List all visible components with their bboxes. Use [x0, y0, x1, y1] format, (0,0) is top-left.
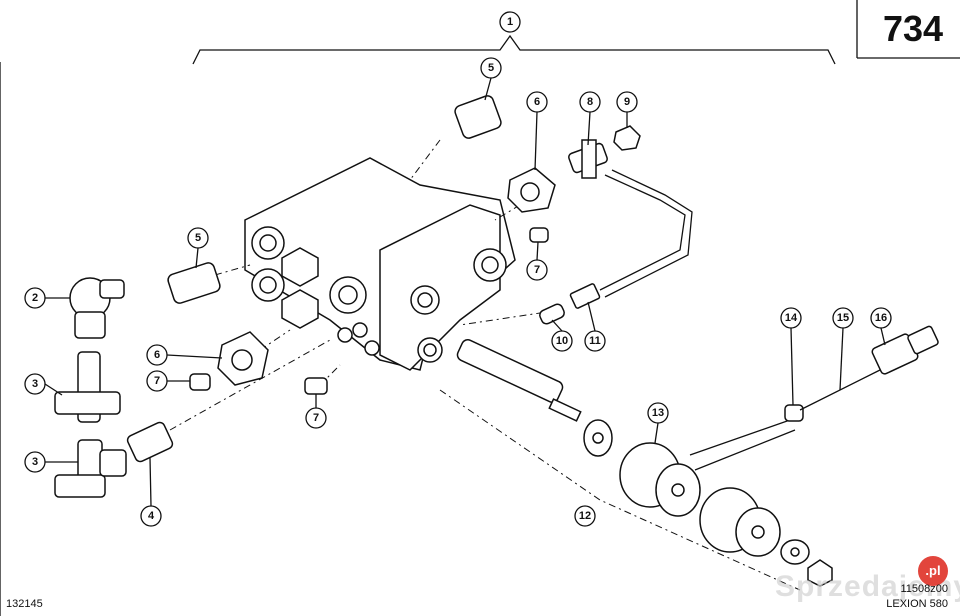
connector-16 — [871, 325, 939, 375]
callout-circle — [24, 451, 46, 473]
callout-circle — [187, 227, 209, 249]
callout-14: 14 — [780, 307, 802, 329]
callout-label: 14 — [785, 312, 798, 324]
callout-6: 6 — [526, 91, 548, 113]
callout-circle — [647, 402, 669, 424]
nut-11 — [569, 283, 601, 309]
model-name: LEXION 580 — [886, 598, 948, 610]
callout-circle — [24, 287, 46, 309]
callout-label: 7 — [313, 412, 319, 424]
callout-5: 5 — [480, 57, 502, 79]
callout-label: 4 — [148, 510, 155, 522]
callout-label: 1 — [507, 16, 513, 28]
page-number: 734 — [882, 8, 944, 49]
nut — [807, 559, 833, 587]
callout-10: 10 — [551, 330, 573, 352]
callout-circle — [140, 505, 162, 527]
callout-label: 12 — [579, 510, 591, 522]
fitting-4 — [126, 421, 174, 463]
fitting-5-top — [454, 95, 502, 139]
callout-circle — [551, 330, 573, 352]
spool-12 — [456, 339, 582, 422]
plug-6-left — [217, 331, 269, 386]
callout-label: 9 — [624, 96, 630, 108]
pipe — [599, 169, 693, 298]
callout-circle — [526, 91, 548, 113]
callout-circle — [480, 57, 502, 79]
callout-label: 10 — [556, 335, 568, 347]
callout-label: 3 — [32, 456, 38, 468]
callout-circle — [574, 505, 596, 527]
wire — [689, 419, 796, 471]
plug-7-right — [529, 227, 549, 243]
callout-circle — [584, 330, 606, 352]
callout-2: 2 — [24, 287, 46, 309]
elbow-2 — [69, 277, 125, 339]
callout-label: 5 — [488, 62, 494, 74]
plug-7-bottom — [304, 377, 328, 395]
callout-circle — [780, 307, 802, 329]
watermark-badge: .pl — [918, 556, 948, 586]
callout-label: 13 — [652, 407, 664, 419]
callout-circle — [499, 11, 521, 33]
assembly-bracket — [192, 34, 836, 65]
callout-8: 8 — [579, 91, 601, 113]
callout-circle — [616, 91, 638, 113]
callout-circle — [24, 373, 46, 395]
callout-16: 16 — [870, 307, 892, 329]
grommet-14 — [784, 404, 804, 422]
callout-12: 12 — [574, 505, 596, 527]
callout-label: 5 — [195, 232, 201, 244]
callout-label: 11 — [589, 335, 601, 347]
callout-label: 6 — [154, 349, 160, 361]
coil — [699, 487, 781, 557]
valve-block — [244, 157, 516, 371]
leader-lines — [44, 77, 886, 507]
callout-7: 7 — [305, 407, 327, 429]
tee-3-upper — [54, 351, 121, 423]
drawing-code: 132145 — [6, 598, 43, 610]
callout-3: 3 — [24, 373, 46, 395]
callout-circle — [579, 91, 601, 113]
callout-circle — [832, 307, 854, 329]
fitting-10 — [539, 303, 565, 325]
callout-circle — [146, 370, 168, 392]
callout-circle — [146, 344, 168, 366]
callout-circle — [305, 407, 327, 429]
callout-label: 6 — [534, 96, 540, 108]
figure-info: 11508z00 LEXION 580 — [886, 582, 948, 612]
tee-8 — [568, 139, 608, 179]
callout-7: 7 — [146, 370, 168, 392]
plug-7-left — [189, 373, 211, 391]
tee-3-lower — [54, 439, 127, 498]
callout-label: 8 — [587, 96, 593, 108]
callout-label: 16 — [875, 312, 887, 324]
callout-1: 1 — [499, 11, 521, 33]
callout-label: 2 — [32, 292, 38, 304]
callout-label: 3 — [32, 378, 38, 390]
callout-5: 5 — [187, 227, 209, 249]
callout-15: 15 — [832, 307, 854, 329]
callout-3: 3 — [24, 451, 46, 473]
callout-label: 7 — [534, 264, 540, 276]
callout-circle — [526, 259, 548, 281]
washer-small — [780, 539, 810, 565]
callout-label: 7 — [154, 375, 160, 387]
figure-code: 11508z00 — [900, 583, 948, 595]
callout-9: 9 — [616, 91, 638, 113]
callout-label: 15 — [837, 312, 849, 324]
nut-9 — [613, 125, 641, 151]
coil-13 — [619, 442, 701, 517]
fitting-5-left — [167, 262, 221, 304]
callout-4: 4 — [140, 505, 162, 527]
callout-13: 13 — [647, 402, 669, 424]
callout-6: 6 — [146, 344, 168, 366]
washer — [583, 419, 613, 457]
callout-7: 7 — [526, 259, 548, 281]
callout-11: 11 — [584, 330, 606, 352]
plug-6-top — [507, 167, 556, 213]
callout-circle — [870, 307, 892, 329]
